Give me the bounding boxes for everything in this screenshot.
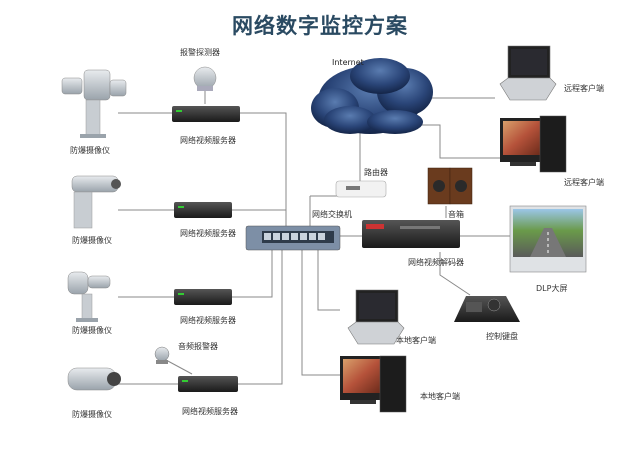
server1	[172, 106, 240, 122]
keyboard-label: 控制键盘	[486, 332, 518, 341]
camera4-label: 防爆摄像仪	[72, 410, 112, 419]
speaker	[427, 167, 473, 205]
remote-desktop-label: 远程客户端	[564, 178, 604, 187]
router	[335, 180, 387, 198]
local-desktop-label: 本地客户端	[420, 392, 460, 401]
dlp-wall	[509, 205, 587, 273]
local-laptop-label: 本地客户端	[396, 336, 436, 345]
remote-desktop	[500, 115, 567, 173]
audio-alarm-label: 音频报警器	[178, 342, 218, 351]
internet-label: Internet	[332, 58, 364, 67]
link-server4-trunk	[238, 250, 283, 385]
link-cloud-remote-desktop	[420, 124, 500, 159]
internet-cloud	[311, 58, 433, 134]
local-laptop	[347, 289, 405, 345]
audio-alarm	[154, 346, 170, 364]
dlp-label: DLP大屏	[536, 284, 568, 293]
server2-label: 网络视频服务器	[180, 229, 236, 238]
router-label: 路由器	[364, 168, 388, 177]
decoder-label: 网络视频解码器	[408, 258, 464, 267]
link-decoder-keyboard	[439, 252, 471, 296]
page-title: 网络数字监控方案	[232, 14, 408, 38]
camera1-label: 防爆摄像仪	[70, 146, 110, 155]
video-decoder	[362, 220, 460, 248]
server4-label: 网络视频服务器	[182, 407, 238, 416]
camera2-label: 防爆摄像仪	[72, 236, 112, 245]
link-switch-local-desktop	[301, 250, 340, 376]
link-server1-trunk	[240, 112, 287, 236]
link-audio-server4	[165, 359, 193, 375]
server3	[174, 289, 232, 305]
local-desktop	[340, 355, 407, 413]
camera1-ptz	[61, 69, 127, 138]
network-switch	[245, 225, 341, 251]
link-switch-local-laptop	[317, 250, 340, 311]
camera4-housing	[67, 367, 121, 391]
alarm-probe-label: 报警探测器	[180, 48, 220, 57]
camera2-bullet	[71, 175, 121, 229]
remote-laptop-label: 远程客户端	[564, 84, 604, 93]
alarm-probe	[193, 66, 217, 91]
server3-label: 网络视频服务器	[180, 316, 236, 325]
server2	[174, 202, 232, 218]
switch-label: 网络交换机	[312, 210, 352, 219]
camera3-ptz	[67, 271, 111, 322]
camera3-label: 防爆摄像仪	[72, 326, 112, 335]
link-server3-trunk	[232, 250, 273, 298]
server4	[178, 376, 238, 392]
connection-lines	[118, 90, 510, 385]
remote-laptop	[499, 45, 557, 101]
speaker-label: 音箱	[448, 210, 464, 219]
control-keyboard	[454, 296, 520, 322]
server1-label: 网络视频服务器	[180, 136, 236, 145]
